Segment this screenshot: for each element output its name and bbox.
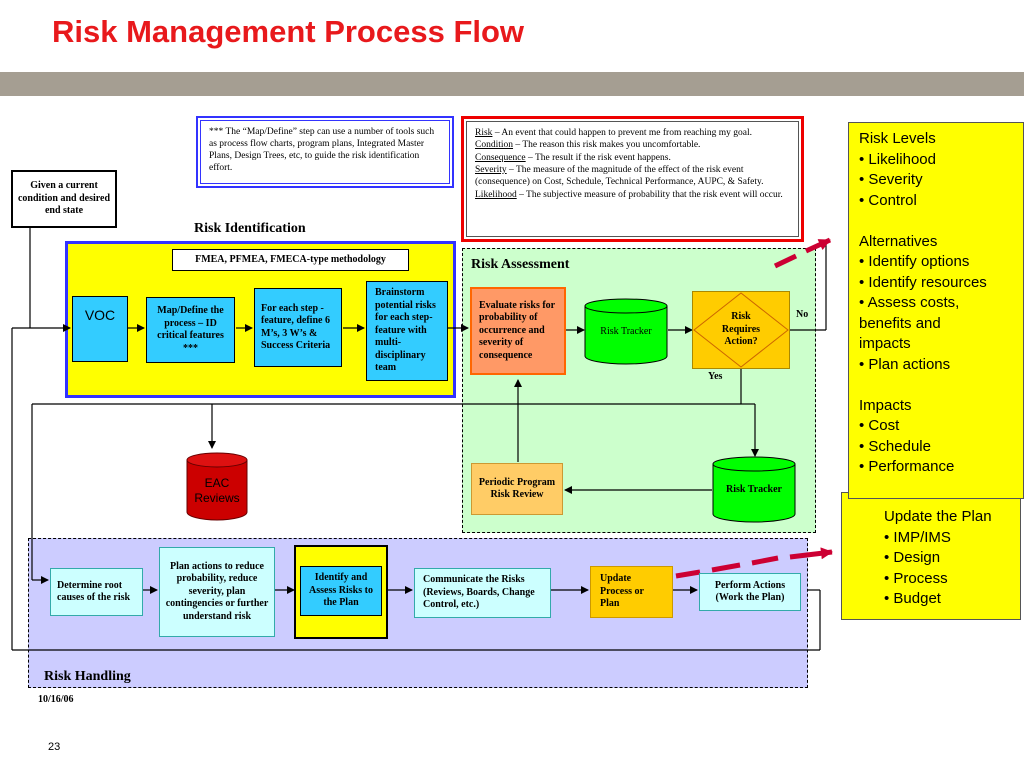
alternatives-title: Alternatives (859, 232, 938, 250)
footer-date: 10/16/06 (38, 694, 74, 705)
start-condition-box: Given a current condition and desired en… (11, 170, 117, 228)
map-define-box: Map/Define the process – ID critical fea… (146, 297, 235, 363)
map-define-note-box: *** The “Map/Define” step can use a numb… (196, 116, 454, 188)
risk-tracker-2-label: Risk Tracker (725, 483, 782, 495)
eac-reviews: EAC Reviews (186, 452, 248, 522)
update-plan-title: Update the Plan (884, 508, 992, 525)
risk-tracker-1-label: Risk Tracker (600, 325, 652, 337)
risk-levels-item: • Control (859, 191, 917, 209)
plan-actions-box: Plan actions to reduce probability, redu… (159, 547, 275, 637)
definition-likelihood: Likelihood – The subjective measure of p… (475, 189, 783, 200)
communicate-risks-box: Communicate the Risks (Reviews, Boards, … (414, 568, 551, 618)
brainstorm-box: Brainstorm potential risks for each step… (366, 281, 448, 381)
fmea-methodology-box: FMEA, PFMEA, FMECA-type methodology (172, 249, 409, 271)
update-plan-item: • Design (884, 549, 941, 566)
impacts-item: • Performance (859, 458, 955, 475)
update-plan-item: • Process (884, 569, 948, 587)
update-plan-item: • Budget (884, 590, 941, 607)
risk-handling-label: Risk Handling (44, 669, 131, 684)
voc-box: VOC (72, 296, 128, 362)
impacts-item: • Schedule (859, 437, 931, 455)
definitions-list: Risk – An event that could happen to pre… (475, 127, 790, 201)
impacts-title: Impacts (859, 396, 912, 414)
definition-severity: Severity – The measure of the magnitude … (475, 165, 764, 188)
risk-identification-label: Risk Identification (194, 221, 306, 236)
perform-actions-box: Perform Actions (Work the Plan) (699, 573, 801, 611)
risk-levels-item: • Severity (859, 171, 923, 188)
update-process-box: Update Process or Plan (590, 566, 673, 618)
impacts-item: • Cost (859, 417, 900, 434)
definition-risk: Risk – An event that could happen to pre… (475, 128, 753, 138)
alternatives-item: • Identify options (859, 253, 970, 270)
note-text: *** The “Map/Define” step can use a numb… (209, 127, 435, 173)
alternatives-item: impacts (859, 335, 911, 352)
alternatives-item: • Identify resources (859, 273, 987, 291)
definition-condition: Condition – The reason this risk makes y… (475, 140, 701, 151)
risk-assessment-label: Risk Assessment (471, 257, 570, 272)
risk-tracker-2: Risk Tracker (712, 456, 796, 524)
update-plan-panel: Update the Plan • IMP/IMS • Design • Pro… (841, 492, 1021, 620)
evaluate-risks-box: Evaluate risks for probability of occurr… (470, 287, 566, 375)
definitions-box: Risk – An event that could happen to pre… (461, 116, 804, 242)
risk-levels-title: Risk Levels (859, 130, 936, 147)
define-6m-3w-box: For each step - feature, define 6 M’s, 3… (254, 288, 342, 367)
eac-reviews-label: EAC Reviews (194, 476, 240, 505)
alternatives-item: • Plan actions (859, 355, 951, 373)
periodic-review-box: Periodic Program Risk Review (471, 463, 563, 515)
yes-label: Yes (708, 371, 723, 382)
identify-assess-risks-box: Identify and Assess Risks to the Plan (300, 566, 382, 616)
update-plan-item: • IMP/IMS (884, 528, 951, 546)
risk-levels-item: • Likelihood (859, 150, 936, 168)
risk-levels-panel: Risk Levels • Likelihood • Severity • Co… (848, 122, 1024, 499)
page-title: Risk Management Process Flow (52, 14, 525, 49)
alternatives-item: benefits and (859, 314, 941, 332)
no-label: No (796, 309, 809, 320)
title-divider-bar (0, 72, 1024, 96)
decision-label: Risk Requires Action? (721, 311, 761, 348)
risk-requires-action-decision: Risk Requires Action? (692, 291, 790, 369)
determine-root-causes-box: Determine root causes of the risk (50, 568, 143, 616)
page-number: 23 (48, 741, 61, 753)
alternatives-item: • Assess costs, (859, 294, 960, 311)
definition-consequence: Consequence – The result if the risk eve… (475, 152, 671, 163)
risk-tracker-1: Risk Tracker (584, 298, 668, 366)
